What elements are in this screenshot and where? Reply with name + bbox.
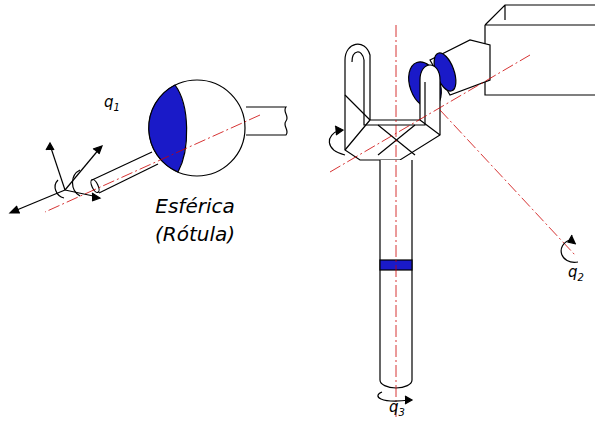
coordinate-label: q2 — [568, 263, 584, 283]
coordinate-label: q1 — [104, 93, 120, 113]
joint-type-label: Esférica (Rótula) — [125, 192, 265, 248]
coordinate-label: q3 — [389, 398, 405, 418]
